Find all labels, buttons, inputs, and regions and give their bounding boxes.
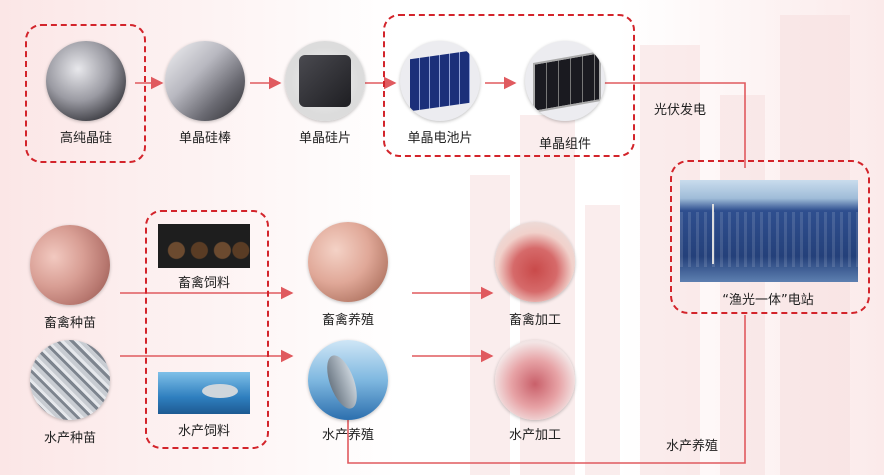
mono-module-label: 单晶组件 [538, 137, 592, 152]
livestock-feed-image [158, 224, 250, 268]
highlight-polysilicon [25, 24, 146, 163]
mono-ingot-label: 单晶硅棒 [178, 131, 232, 146]
highlight-cell-module [383, 14, 635, 157]
aquatic-feed-label: 水产饲料 [177, 424, 231, 439]
station-label: “渔光一体”电站 [722, 293, 814, 308]
livestock-farming-label: 畜禽养殖 [321, 313, 375, 328]
station-image [680, 180, 858, 282]
mono-ingot-image [165, 41, 245, 121]
aquatic-feed-image [158, 372, 250, 414]
mono-wafer-image [285, 41, 365, 121]
highlight-station [670, 160, 870, 314]
livestock-feed-label: 畜禽饲料 [177, 276, 231, 291]
aquatic-seedling-label: 水产种苗 [43, 431, 97, 446]
aquatic-seedling-image [30, 340, 110, 420]
livestock-seedling-label: 畜禽种苗 [43, 316, 97, 331]
livestock-processing-label: 畜禽加工 [508, 313, 562, 328]
aquatic-farming-image [308, 340, 388, 420]
pv-power-label: 光伏发电 [653, 103, 707, 118]
livestock-farming-image [308, 222, 388, 302]
aquatic-processing-label: 水产加工 [508, 428, 562, 443]
highlight-feed [145, 210, 269, 449]
mono-cell-image [400, 41, 480, 121]
livestock-seedling-image [30, 225, 110, 305]
polysilicon-label: 高纯晶硅 [59, 131, 113, 146]
mono-wafer-label: 单晶硅片 [298, 131, 352, 146]
aquatic-farming-label: 水产养殖 [321, 428, 375, 443]
aquatic-loop-label: 水产养殖 [665, 439, 719, 454]
livestock-processing-image [495, 222, 575, 302]
polysilicon-image [46, 41, 126, 121]
mono-module-image [525, 41, 605, 121]
mono-cell-label: 单晶电池片 [407, 131, 473, 146]
aquatic-processing-image [495, 340, 575, 420]
